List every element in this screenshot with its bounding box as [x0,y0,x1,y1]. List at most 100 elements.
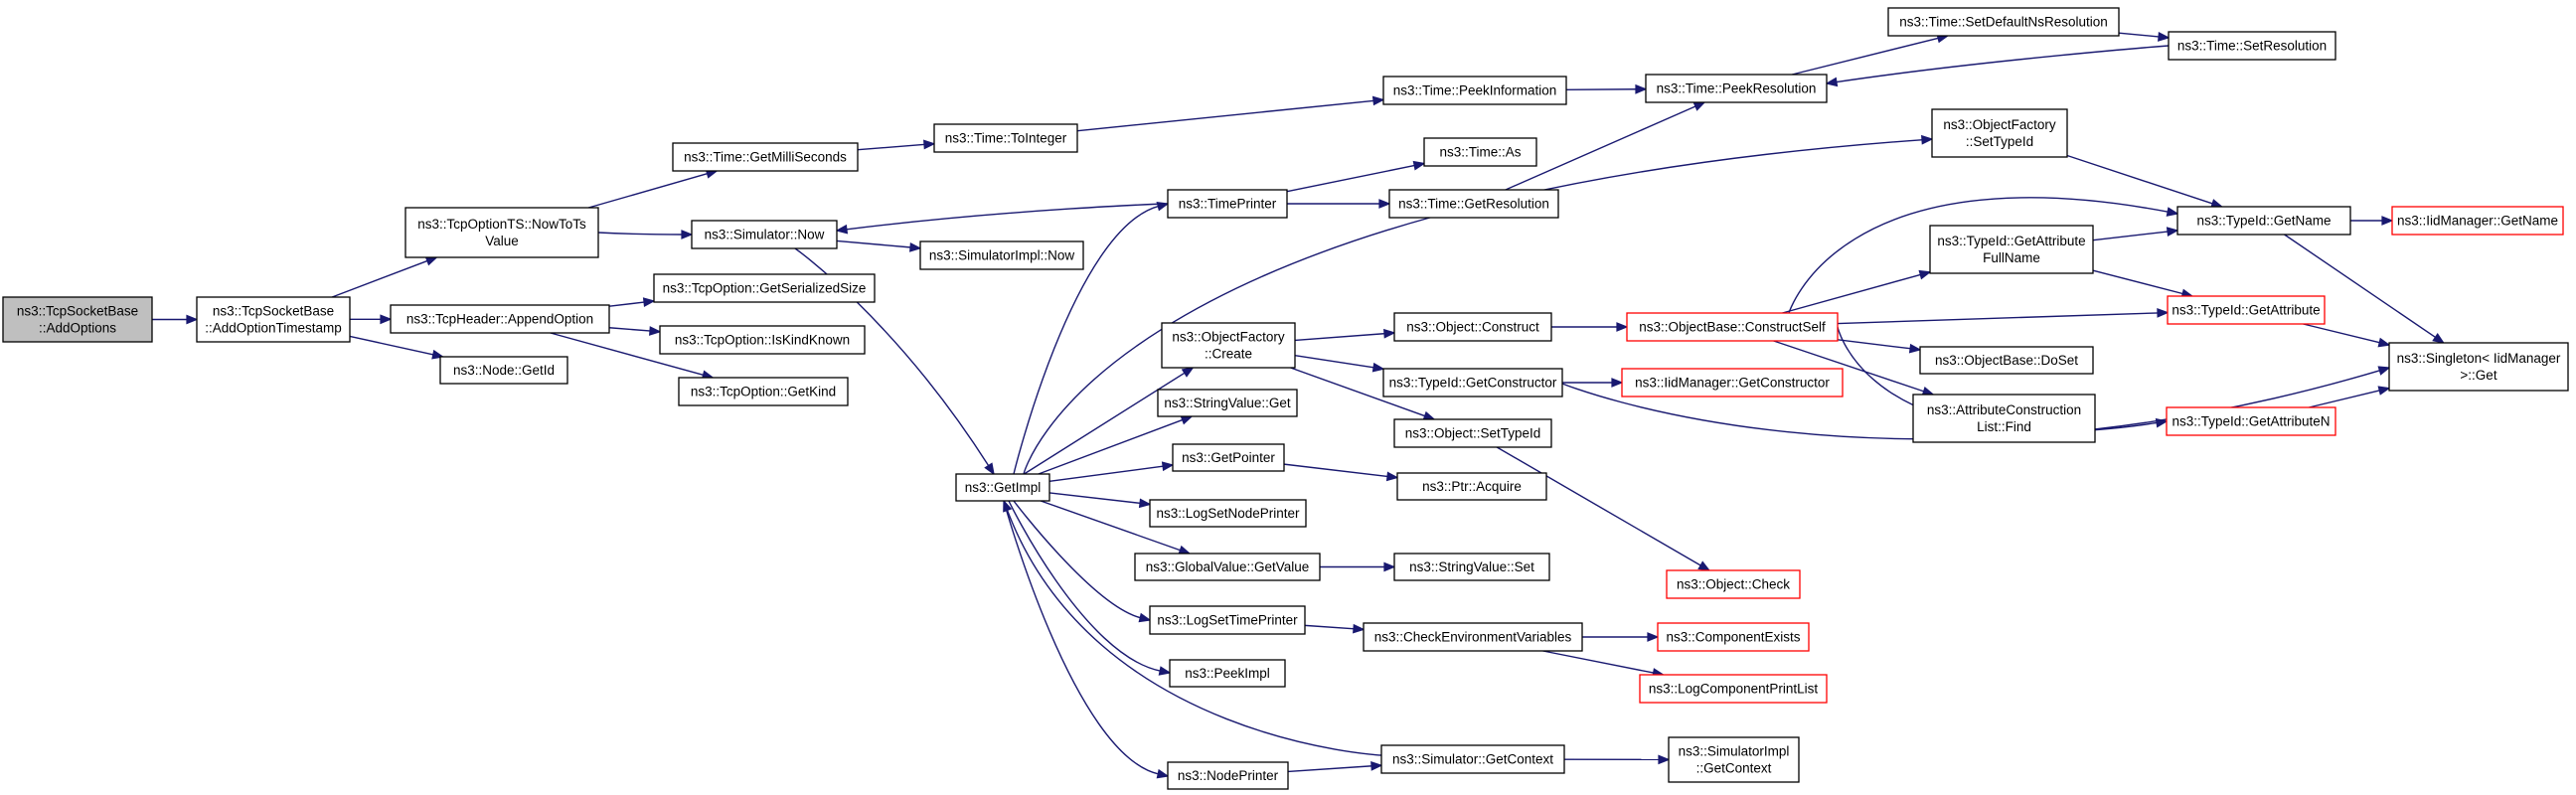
node-ns3-tcpoption-iskindknown[interactable]: ns3::TcpOption::IsKindKnown [659,325,866,355]
node-box [1666,569,1801,599]
node-ns3-singleton-iidmanager-get[interactable]: ns3::Singleton< IidManager >::Get [2388,342,2569,392]
node-ns3-stringvalue-set[interactable]: ns3::StringValue::Set [1393,553,1550,581]
node-label: ns3::TcpOption::IsKindKnown [675,332,850,347]
node-ns3-object-settypeid[interactable]: ns3::Object::SetTypeId [1393,418,1552,448]
node-ns3-typeid-getname[interactable]: ns3::TypeId::GetName [2176,206,2351,236]
node-ns3-object-construct[interactable]: ns3::Object::Construct [1393,312,1552,342]
node-ns3-simulatorimpl-getcontext[interactable]: ns3::SimulatorImpl::GetContext [1668,736,1800,783]
node-label: ns3::CheckEnvironmentVariables [1374,629,1572,644]
node-ns3-time-setdefaultnsresolution[interactable]: ns3::Time::SetDefaultNsResolution [1887,7,2120,37]
arrowhead-icon [1697,560,1711,571]
node-ns3-objectfactory-create[interactable]: ns3::ObjectFactory::Create [1161,322,1296,369]
node-ns3-tcpoption-getkind[interactable]: ns3::TcpOption::GetKind [678,377,849,406]
node-ns3-objectbase-doset[interactable]: ns3::ObjectBase::DoSet [1919,346,2094,375]
arrowhead-icon [835,224,849,235]
node-ns3-simulator-getcontext[interactable]: ns3::Simulator::GetContext [1380,744,1565,774]
node-label: ns3::Object::Construct [1406,319,1539,334]
node-ns3-iidmanager-getconstructor[interactable]: ns3::IidManager::GetConstructor [1621,368,1844,398]
node-box [1639,674,1828,704]
node-ns3-time-getresolution[interactable]: ns3::Time::GetResolution [1388,189,1559,219]
node-box [1157,389,1298,417]
node-ns3-node-getid[interactable]: ns3::Node::GetId [439,356,568,385]
edge-line [1290,367,1426,417]
node-ns3-simulator-now[interactable]: ns3::Simulator::Now [691,220,838,249]
edge-n36-to-n43 [1837,339,1922,354]
node-ns3-tcpoption-getserializedsize[interactable]: ns3::TcpOption::GetSerializedSize [653,273,876,303]
node-ns3-time-setresolution[interactable]: ns3::Time::SetResolution [2168,31,2336,61]
node-ns3-tcpsocketbase-addoptiontimestamp[interactable]: ns3::TcpSocketBase::AddOptionTimestamp [196,296,351,343]
node-ns3-componentexists[interactable]: ns3::ComponentExists [1657,622,1810,652]
node-ns3-nodeprinter[interactable]: ns3::NodePrinter [1167,761,1289,790]
node-ns3-time-as[interactable]: ns3::Time::As [1423,137,1537,167]
node-box [1149,499,1307,528]
edge-line [1835,45,2170,83]
node-ns3-typeid-getattribute[interactable]: ns3::TypeId::GetAttribute [2167,295,2326,325]
edge-line [845,203,1169,231]
edge-line [2092,231,2170,241]
arrowhead-icon [1385,471,1399,482]
node-box [955,473,1050,502]
node-ns3-time-peekinformation[interactable]: ns3::Time::PeekInformation [1382,76,1567,105]
node-label: ns3::TypeId::GetConstructor [1389,375,1557,390]
edge-n14-to-n23 [1286,160,1426,193]
node-label: ns3::TcpSocketBase [17,303,138,318]
node-box [1668,736,1800,783]
edge-line [1505,104,1697,191]
node-ns3-getimpl[interactable]: ns3::GetImpl [955,473,1050,502]
edge-n1-to-n2 [331,256,438,298]
node-ns3-typeid-getconstructor[interactable]: ns3::TypeId::GetConstructor [1382,368,1563,398]
edge-n33-to-n34 [2118,32,2171,42]
node-ns3-ptr-acquire[interactable]: ns3::Ptr::Acquire [1396,472,1547,501]
node-ns3-stringvalue-get[interactable]: ns3::StringValue::Get [1157,389,1298,417]
node-ns3-typeid-getattributen[interactable]: ns3::TypeId::GetAttributeN [2166,406,2336,436]
arrowhead-icon [1918,269,1932,280]
node-ns3-checkenvironmentvariables[interactable]: ns3::CheckEnvironmentVariables [1363,622,1583,652]
node-label: ns3::TcpOption::GetKind [691,384,836,398]
edge-n36-to-n45 [1788,197,2179,314]
arrowhead-icon [1611,378,1624,388]
edge-line [1773,340,1925,393]
node-ns3-globalvalue-getvalue[interactable]: ns3::GlobalValue::GetValue [1134,553,1321,581]
node-ns3-tcpsocketbase-addoptions[interactable]: ns3::TcpSocketBase::AddOptions [2,296,153,343]
node-ns3-object-check[interactable]: ns3::Object::Check [1666,569,1801,599]
node-ns3-getpointer[interactable]: ns3::GetPointer [1172,443,1285,472]
node-box [1388,189,1559,219]
node-box [2166,406,2336,436]
node-label: ns3::NodePrinter [1178,768,1279,783]
arrowhead-icon [1138,612,1152,623]
edge-n19-to-n29 [1320,561,1396,572]
node-box [1423,137,1537,167]
edge-line [2118,32,2161,38]
node-label: ::Create [1205,346,1252,361]
edge-line [550,332,705,377]
node-ns3-tcpheader-appendoption[interactable]: ns3::TcpHeader::AppendOption [390,304,610,334]
node-ns3-objectfactory-settypeid[interactable]: ns3::ObjectFactory::SetTypeId [1931,108,2068,158]
node-ns3-peekimpl[interactable]: ns3::PeekImpl [1169,659,1286,688]
node-ns3-logsetnodeprinter[interactable]: ns3::LogSetNodePrinter [1149,499,1307,528]
edge-line [349,335,434,356]
node-ns3-iidmanager-getname[interactable]: ns3::IidManager::GetName [2391,206,2564,236]
edge-n42-to-n45 [2092,227,2179,241]
node-label: ns3::GlobalValue::GetValue [1146,559,1310,574]
node-ns3-logsettimeprinter[interactable]: ns3::LogSetTimePrinter [1149,605,1306,635]
edge-line [1837,339,1912,350]
node-ns3-simulatorimpl-now[interactable]: ns3::SimulatorImpl::Now [919,240,1084,270]
edge-line [1788,197,2170,314]
edge-line [857,143,926,151]
edge-line [1008,500,1162,672]
node-ns3-time-tointeger[interactable]: ns3::Time::ToInteger [933,123,1078,153]
edge-n5-to-n10 [857,139,936,151]
node-ns3-timeprinter[interactable]: ns3::TimePrinter [1167,189,1288,219]
node-ns3-time-peekresolution[interactable]: ns3::Time::PeekResolution [1645,74,1828,103]
arrowhead-icon [1383,328,1396,339]
node-ns3-time-getmilliseconds[interactable]: ns3::Time::GetMilliSeconds [672,142,859,172]
node-ns3-logcomponentprintlist[interactable]: ns3::LogComponentPrintList [1639,674,1828,704]
node-ns3-objectbase-constructself[interactable]: ns3::ObjectBase::ConstructSelf [1626,312,1839,342]
node-box [2167,295,2326,325]
node-box [1167,761,1289,790]
arrowhead-icon [1422,410,1436,421]
edge-line [1304,624,1356,630]
